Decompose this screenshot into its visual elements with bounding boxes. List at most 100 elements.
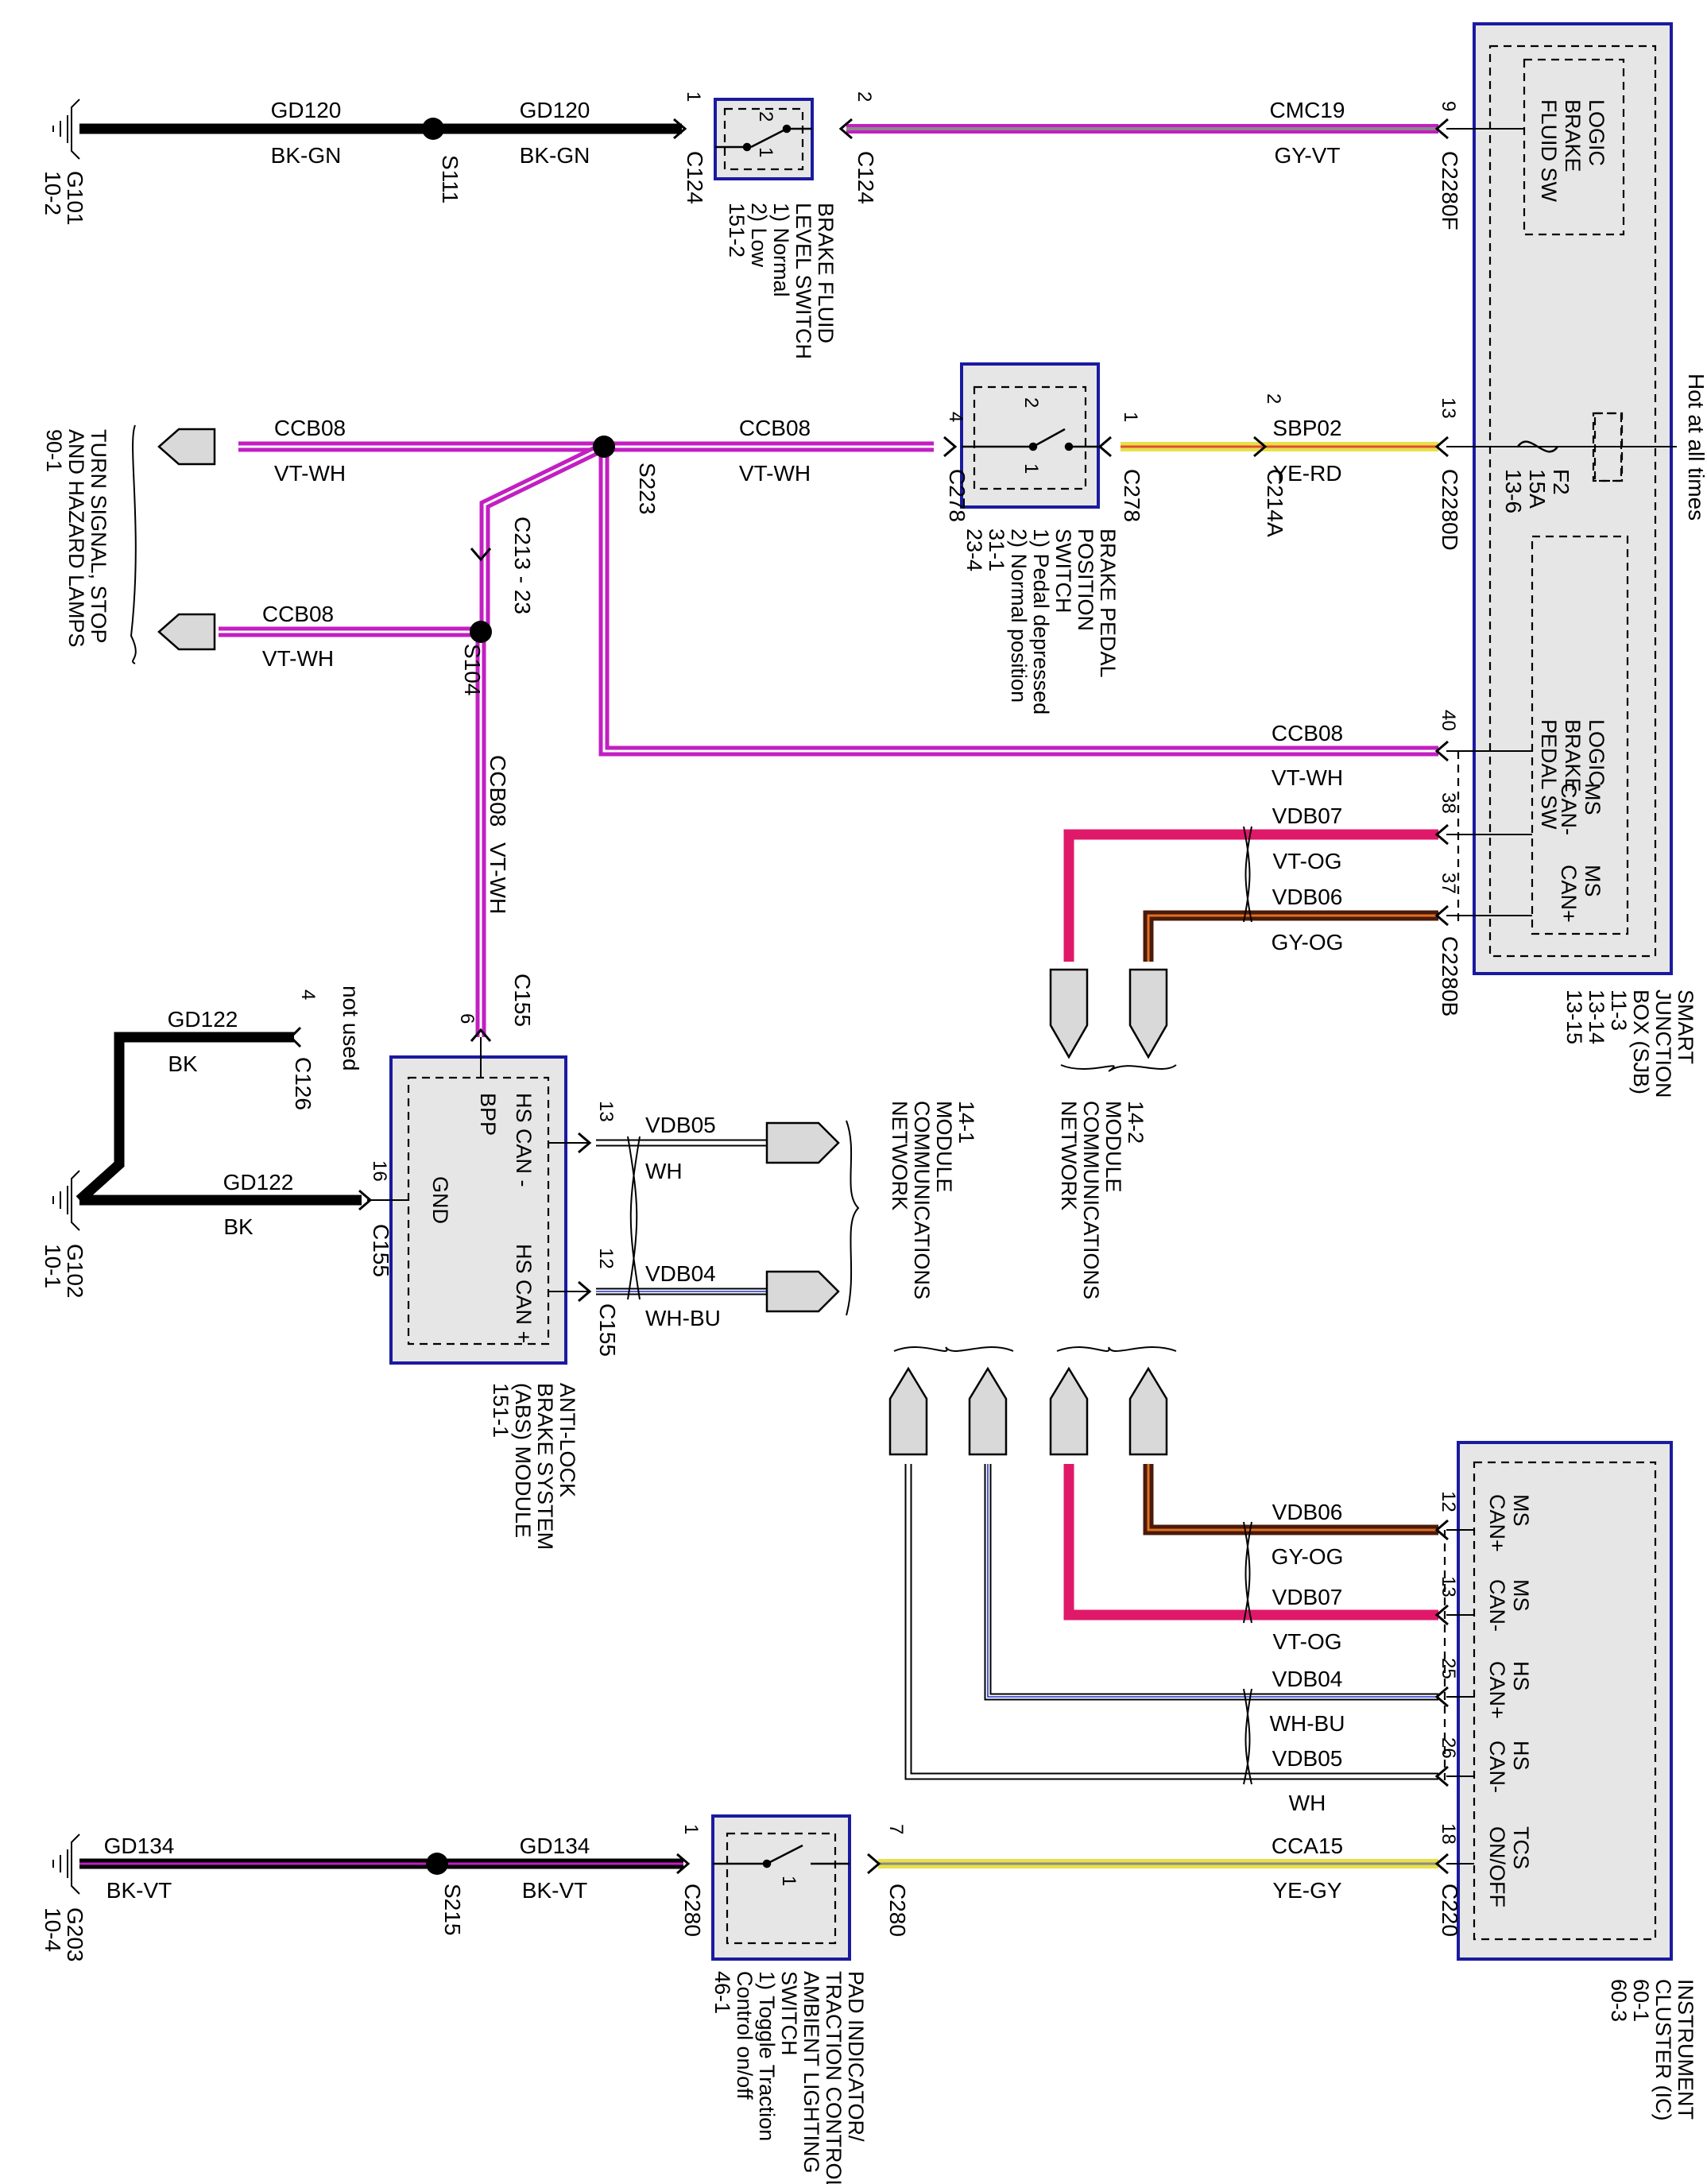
wire-label: VDB07 [1272,1585,1343,1609]
wire-label: SBP02 [1272,416,1341,440]
wire-label: BK-GN [520,143,590,168]
connector-note: not used [339,986,363,1071]
traction-control-switch-label: AMBIENT LIGHTING [799,1971,823,2174]
wire-label: CMC19 [1270,98,1345,122]
ground-icon [52,1170,80,1231]
ic-pin-label: CAN- [1485,1579,1509,1632]
sjb-ms-can-plus: MS [1581,865,1604,897]
sjb-logic-brake-pedal: PEDAL SW [1537,719,1561,830]
ic-title: INSTRUMENT [1674,1979,1697,2120]
module-communications-network-ref: NETWORK [1057,1101,1081,1210]
brake-pedal-position-switch-label: BRAKE PEDAL [1096,529,1120,678]
splice-s215 [426,1853,448,1875]
turn-signal-ref: TURN SIGNAL, STOP [87,429,110,644]
brake-fluid-level-switch-label: 151-2 [725,203,749,258]
ic-pin-label: CAN+ [1485,1661,1509,1719]
sjb-logic-brake-pedal: LOGIC [1585,719,1608,786]
connector-pin: 1 [683,91,704,102]
connector-label: C155 [369,1224,393,1277]
connector-label: C126 [291,1057,315,1110]
wire-label: GY-OG [1272,930,1344,955]
sjb-title: 13-14 [1585,989,1608,1044]
wire-label: CCB08 [1272,721,1343,745]
traction-control-switch-label: Control on/off [733,1971,757,2100]
abs-title: 151-1 [489,1383,513,1438]
ground-label: G203 [63,1907,87,1962]
switch-pin: 1 [778,1876,799,1886]
ic-pin-label: TCS [1509,1826,1533,1869]
wire-label: VDB06 [1272,885,1343,909]
connector-pin: 26 [1438,1737,1459,1759]
wire-label: GD122 [168,1007,238,1032]
ic-pin-label: CAN+ [1485,1494,1509,1552]
splice-s111 [422,118,444,140]
connector-label: C2280D [1438,469,1462,551]
ic-pin-label: ON/OFF [1485,1826,1509,1907]
wire-label: CCA15 [1272,1834,1343,1858]
wire-label: GD120 [520,98,590,122]
ground-label: G101 [63,171,87,226]
wire-label: GD122 [223,1170,294,1195]
connector-pin: 38 [1438,792,1459,814]
connector-pin: 40 [1438,710,1459,731]
connector-pin: 9 [1438,101,1459,111]
wire-vdb07-sjb [1063,829,1438,962]
connector-pin: 12 [595,1248,617,1269]
splice-label: S215 [440,1884,465,1935]
mcn-14-1-connectors [765,1120,860,1316]
ic-title: 60-3 [1607,1979,1631,2022]
splice-s104 [470,621,492,643]
brake-pedal-position-switch-label: 2) Normal position [1007,529,1031,703]
wire-label: VT-OG [1272,849,1341,873]
sjb-logic-brake-pedal: BRAKE [1561,719,1585,792]
connector-label: C2280B [1438,936,1462,1016]
wire-label: YE-RD [1272,461,1341,486]
ic-pin-label: MS [1509,1579,1533,1612]
wire-label: CCB08 [274,416,346,440]
connector-label: C213 - 23 [510,517,535,614]
wire-label: VT-WH [486,842,510,914]
module-communications-network-ref: NETWORK [888,1101,912,1210]
wire-label: GD134 [104,1834,175,1858]
wire-label: VT-WH [739,461,811,486]
wire-vdb05-ic [904,1464,1438,1780]
wire-label: VT-WH [1272,765,1343,790]
switch-pin: 2 [1020,397,1042,408]
connector-label: C2280F [1438,151,1462,230]
connector-label: C124 [683,151,707,204]
module-communications-network-ref: 14-1 [954,1101,978,1144]
brake-fluid-level-switch-label: 2) Low [747,203,771,268]
module-communications-network-ref: 14-2 [1124,1101,1148,1144]
ground-icon [52,1834,80,1895]
splice-label: S223 [635,463,660,514]
connector-pin: 6 [456,1013,478,1024]
connector-label: C278 [1120,469,1144,522]
connector-pin: 4 [297,989,319,1000]
wire-label: VDB06 [1272,1500,1343,1524]
brake-fluid-level-switch [714,98,814,180]
brake-pedal-position-switch-label: 1) Pedal depressed [1029,529,1053,714]
ic-module [1457,1441,1673,1961]
abs-hs-can-minus-label: HS CAN - [512,1093,536,1187]
ground-icon [52,99,80,160]
connector-pin: 37 [1438,873,1459,894]
abs-module [389,1055,567,1365]
brake-pedal-position-switch-label: SWITCH [1051,529,1075,613]
twisted-pair-abs [627,1136,641,1300]
splice-label: S104 [460,644,485,695]
ground-label: 10-1 [41,1244,65,1288]
sjb-title: JUNCTION [1651,989,1675,1098]
brake-pedal-position-switch-label: 31-1 [985,529,1008,571]
sjb-title: 11-3 [1607,989,1631,1031]
brake-pedal-position-switch-label: 23-4 [962,529,986,571]
wire-label: BK-VT [522,1878,587,1903]
wire-label: BK [223,1214,254,1239]
connector-label: C155 [510,974,535,1027]
module-communications-network-ref: COMMUNICATIONS [910,1101,934,1299]
wire-label: VDB04 [645,1261,716,1286]
connector-label: C124 [854,151,878,204]
ic-network-connectors [888,1346,1177,1456]
wire-label: CCB08 [739,416,811,440]
wire-gd122 [75,1032,294,1204]
wire-label: YE-GY [1272,1878,1341,1903]
